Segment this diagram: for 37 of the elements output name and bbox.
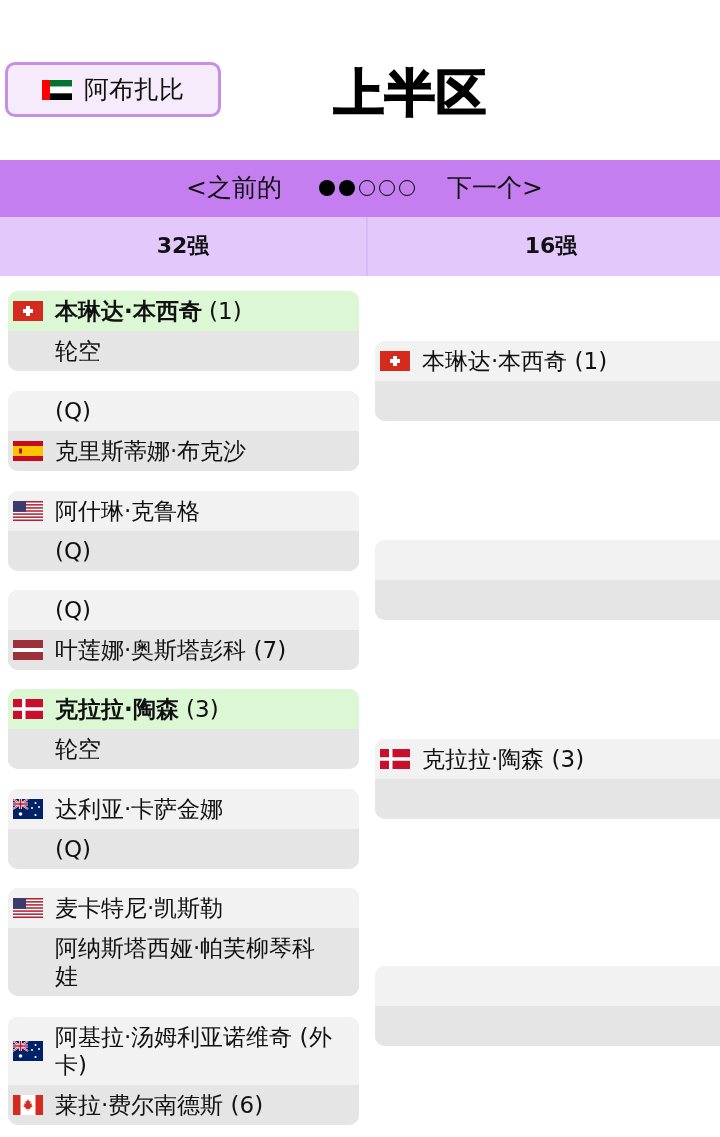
player-name: 轮空 <box>55 735 101 763</box>
match-card <box>8 1017 359 1125</box>
previous-link: <之前的 <box>186 172 282 204</box>
next-link: 下一个> <box>447 172 543 204</box>
match-card <box>8 491 359 571</box>
player-name: 阿什琳·克鲁格 <box>55 497 201 525</box>
match-card <box>375 739 720 819</box>
player-name: 麦卡特尼·凯斯勒 <box>55 894 224 922</box>
player-name: 本琳达·本西奇 (1) <box>55 297 242 325</box>
match-card <box>8 291 359 371</box>
match-card <box>375 341 720 421</box>
match-card <box>8 789 359 869</box>
match-card <box>8 391 359 471</box>
player-name: 轮空 <box>55 337 101 365</box>
match-card <box>375 966 720 1046</box>
round-heading: 32强 <box>155 232 211 260</box>
city-name: 阿布扎比 <box>84 73 184 106</box>
match-card <box>8 689 359 769</box>
round-heading: 16强 <box>523 232 579 260</box>
player-name: (Q) <box>55 397 92 425</box>
tournament-badge <box>5 62 221 117</box>
player-name: 阿纳斯塔西娅·帕芙柳琴科娃 <box>55 934 317 990</box>
match-card <box>8 590 359 670</box>
player-name: 克拉拉·陶森 (3) <box>422 745 585 773</box>
match-card <box>8 888 359 996</box>
player-name: (Q) <box>55 537 92 565</box>
page-title: 上半区 <box>332 63 488 124</box>
player-name: (Q) <box>55 596 92 624</box>
match-card <box>375 540 720 620</box>
player-name: 克里斯蒂娜·布克沙 <box>55 437 247 465</box>
player-name: 莱拉·费尔南德斯 (6) <box>55 1091 264 1119</box>
player-name: 克拉拉·陶森 (3) <box>55 695 219 723</box>
player-name: 本琳达·本西奇 (1) <box>422 347 608 375</box>
player-name: 达利亚·卡萨金娜 <box>55 795 224 823</box>
player-name: 阿基拉·汤姆利亚诺维奇 (外卡) <box>55 1023 333 1079</box>
player-name: 叶莲娜·奥斯塔彭科 (7) <box>55 636 287 664</box>
player-name: (Q) <box>55 835 92 863</box>
